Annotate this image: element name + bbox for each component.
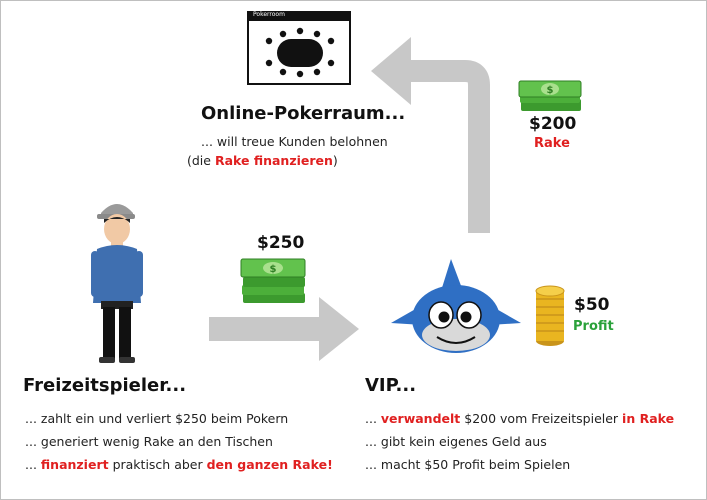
casual-player-figure	[91, 204, 143, 363]
vip-line1: ... verwandelt $200 vom Freizeitspieler …	[365, 411, 674, 426]
pokerroom-line1: ... will treue Kunden belohnen	[201, 134, 388, 149]
payment-flow-arrow	[209, 297, 359, 361]
vip-shark-icon	[391, 259, 521, 353]
pokerroom-window-icon	[247, 11, 351, 85]
vip-heading: VIP...	[365, 375, 417, 396]
casual-player-whole-rake: den ganzen Rake!	[206, 457, 333, 472]
vip-line1-prefix: ...	[365, 411, 381, 426]
casual-player-line3-prefix: ...	[25, 457, 41, 472]
casual-player-line2: ... generiert wenig Rake an den Tischen	[25, 434, 273, 449]
vip-line2: ... gibt kein eigenes Geld aus	[365, 434, 547, 449]
vip-profit-label: Profit	[573, 319, 614, 334]
svg-text:$: $	[547, 85, 554, 96]
pokerroom-line2-suffix: )	[332, 153, 338, 168]
pokerroom-line2-prefix: (die	[187, 153, 215, 168]
coin-stack-icon	[535, 285, 565, 346]
casual-player-line3-mid: praktisch aber	[108, 457, 207, 472]
casual-player-line1: ... zahlt ein und verliert $250 beim Pok…	[25, 411, 289, 426]
player-payment-amount: $250	[257, 233, 305, 253]
casual-player-heading: Freizeitspieler...	[23, 375, 187, 396]
money-stack-icon: $	[518, 80, 582, 111]
casual-player-line3: ... finanziert praktisch aber den ganzen…	[25, 457, 333, 472]
pokerroom-window-title: Pokerroom	[253, 11, 285, 18]
vip-line1-mid: $200 vom Freizeitspieler	[460, 411, 623, 426]
rake-label: Rake	[534, 136, 570, 151]
vip-profit-amount: $50	[574, 295, 610, 315]
rake-amount: $200	[529, 114, 577, 134]
vip-verwandelt: verwandelt	[380, 411, 461, 426]
svg-text:$: $	[270, 264, 277, 275]
casual-player-finanziert: finanziert	[40, 457, 109, 472]
pokerroom-rake-highlight: Rake finanzieren	[214, 153, 333, 168]
pokerroom-heading: Online-Pokerraum...	[201, 103, 406, 124]
vip-in-rake: in Rake	[622, 411, 675, 426]
rake-flow-arrow	[371, 37, 490, 233]
money-stack-icon: $	[240, 258, 306, 303]
vip-line3: ... macht $50 Profit beim Spielen	[365, 457, 571, 472]
pokerroom-line2: (die Rake finanzieren)	[187, 153, 338, 168]
